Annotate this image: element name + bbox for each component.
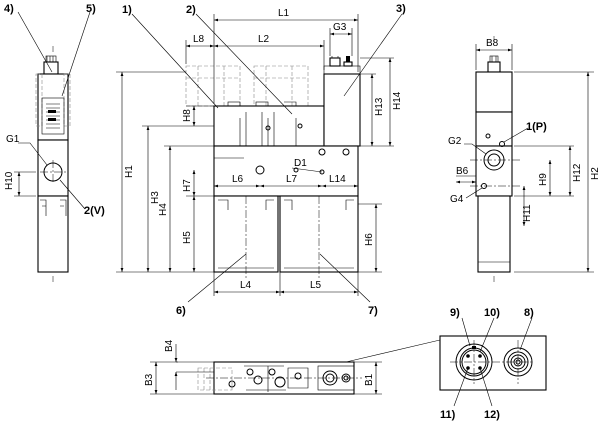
dim-b1: B1 bbox=[364, 373, 375, 386]
callout-2: 2) bbox=[186, 4, 196, 16]
dim-h9: H9 bbox=[538, 173, 549, 186]
right-side-view: B8 H2 H12 H9 H11 B6 G2 G4 1(P) bbox=[448, 36, 600, 282]
dim-g4: G4 bbox=[450, 194, 464, 205]
dim-h8: H8 bbox=[182, 109, 193, 122]
dim-g1: G1 bbox=[6, 134, 20, 145]
dim-g2: G2 bbox=[448, 136, 462, 147]
dim-g3: G3 bbox=[333, 22, 347, 33]
dim-h13: H13 bbox=[374, 97, 385, 116]
callout-port-p: 1(P) bbox=[526, 121, 547, 133]
dim-d1: D1 bbox=[294, 158, 307, 169]
dim-h7: H7 bbox=[182, 179, 193, 192]
callout-3: 3) bbox=[396, 3, 406, 15]
callout-4: 4) bbox=[4, 3, 14, 15]
dim-b3: B3 bbox=[144, 373, 155, 386]
callout-1: 1) bbox=[122, 4, 132, 16]
callout-12: 12) bbox=[484, 409, 500, 421]
dim-h3: H3 bbox=[150, 191, 161, 204]
callout-port-v: 2(V) bbox=[84, 205, 105, 217]
left-side-view: H10 G1 2(V) 4) 5) bbox=[4, 3, 105, 282]
dim-h6: H6 bbox=[364, 233, 375, 246]
dim-h14: H14 bbox=[392, 91, 403, 110]
top-view: B4 B3 B1 bbox=[144, 339, 441, 395]
callout-6: 6) bbox=[176, 305, 186, 317]
dim-h11: H11 bbox=[522, 204, 533, 222]
dim-l14: L14 bbox=[329, 174, 346, 185]
dim-l2: L2 bbox=[258, 34, 270, 45]
connector-detail-view: 9) 10) 8) 11) 12) bbox=[439, 307, 547, 421]
callout-8: 8) bbox=[524, 307, 534, 319]
front-view: L1 L8 L2 G3 H14 H13 H1 H3 H4 H8 bbox=[116, 3, 406, 317]
callout-5: 5) bbox=[86, 3, 96, 15]
dim-h4: H4 bbox=[158, 203, 169, 216]
callout-10: 10) bbox=[484, 307, 500, 319]
dim-b8: B8 bbox=[486, 38, 499, 49]
dim-h2: H2 bbox=[590, 167, 600, 180]
dim-l7: L7 bbox=[286, 174, 298, 185]
dim-b4: B4 bbox=[164, 339, 175, 352]
dim-l4: L4 bbox=[240, 280, 252, 291]
dim-l5: L5 bbox=[310, 280, 322, 291]
dim-h1: H1 bbox=[124, 165, 135, 178]
callout-9: 9) bbox=[450, 307, 460, 319]
dim-h12: H12 bbox=[572, 163, 583, 182]
callout-11: 11) bbox=[440, 409, 456, 421]
dim-b6: B6 bbox=[456, 166, 469, 177]
callout-7: 7) bbox=[368, 305, 378, 317]
dim-l6: L6 bbox=[232, 174, 244, 185]
dim-l1: L1 bbox=[278, 8, 290, 19]
dim-h5: H5 bbox=[182, 231, 193, 244]
dim-l8: L8 bbox=[193, 34, 205, 45]
dim-h10: H10 bbox=[4, 171, 15, 190]
